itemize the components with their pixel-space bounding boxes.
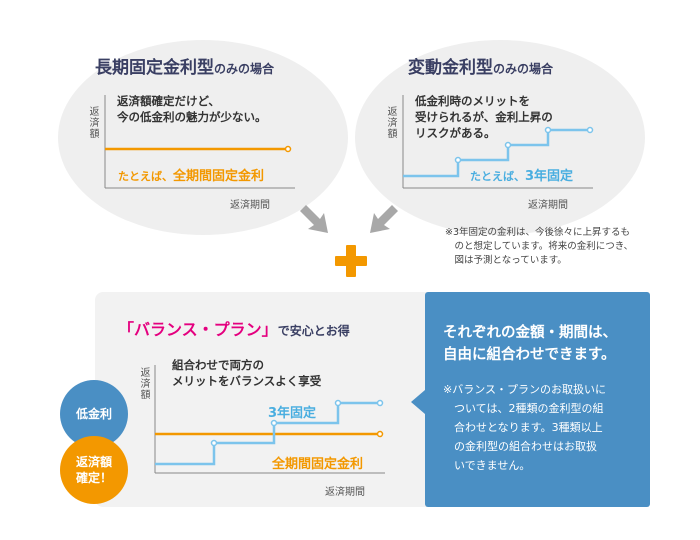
label-full-fixed: 全期間固定金利 bbox=[272, 457, 364, 472]
step-point bbox=[454, 156, 462, 164]
info-box-title: それぞれの金額・期間は、 自由に組合わせできます。 bbox=[443, 325, 617, 363]
variable-rate-title: 変動金利型のみの場合 bbox=[408, 58, 554, 78]
variable-rate-xlabel: 返済期間 bbox=[528, 200, 568, 211]
fixed-rate-ylabel: 返済額 bbox=[87, 106, 98, 139]
balance-plan-ylabel: 返済額 bbox=[138, 367, 149, 400]
payment-fixed-badge: 返済額 確定！ bbox=[60, 436, 128, 504]
info-box-note: ※バランス・プランのお取扱いに ついては、2種類の金利型の組 合わせとなります。… bbox=[443, 383, 606, 472]
step-point bbox=[504, 141, 512, 149]
fixed-rate-description: 返済額確定だけど、 今の低金利の魅力が少ない。 bbox=[117, 94, 267, 124]
balance-plan-panel bbox=[95, 292, 450, 507]
fixed-rate-oval bbox=[58, 40, 348, 235]
variable-rate-ylabel: 返済額 bbox=[385, 106, 396, 139]
step-point bbox=[270, 419, 278, 427]
step-point bbox=[210, 439, 218, 447]
fixed-rate-title: 長期固定金利型のみの場合 bbox=[95, 58, 275, 78]
fixed-rate-example: たとえば、全期間固定金利 bbox=[118, 169, 265, 184]
label-3yr-fixed: 3年固定 bbox=[268, 406, 317, 421]
three-year-step-line bbox=[155, 401, 380, 466]
variable-rate-step-line bbox=[403, 128, 590, 178]
fixed-rate-chart bbox=[104, 95, 295, 189]
arrow-down-left-icon bbox=[370, 205, 398, 233]
fixed-rate-end-point bbox=[284, 145, 292, 153]
step-point bbox=[544, 126, 552, 134]
balance-plan-title: 「バランス・プラン」で安心とお得 bbox=[118, 320, 350, 339]
info-box: それぞれの金額・期間は、 自由に組合わせできます。 ※バランス・プランのお取扱い… bbox=[411, 292, 650, 507]
balance-plan-chart bbox=[154, 365, 385, 474]
variable-rate-chart bbox=[402, 95, 594, 189]
step-point bbox=[334, 399, 342, 407]
variable-rate-example: たとえば、3年固定 bbox=[470, 169, 574, 184]
full-fixed-end-point bbox=[376, 430, 384, 438]
plus-icon bbox=[335, 245, 367, 277]
footnote: ※3年固定の金利は、今後徐々に上昇するも のと想定しています。将来の金利につき、… bbox=[445, 227, 634, 266]
balance-plan-description: 組合わせで両方の メリットをバランスよく享受 bbox=[172, 358, 322, 388]
variable-rate-description: 低金利時のメリットを 受けられるが、金利上昇の リスクがある。 bbox=[415, 94, 553, 140]
arrow-down-right-icon bbox=[300, 205, 328, 233]
balance-plan-xlabel: 返済期間 bbox=[325, 487, 365, 498]
step-point bbox=[376, 399, 384, 407]
step-point bbox=[586, 126, 594, 134]
fixed-rate-xlabel: 返済期間 bbox=[230, 200, 270, 211]
